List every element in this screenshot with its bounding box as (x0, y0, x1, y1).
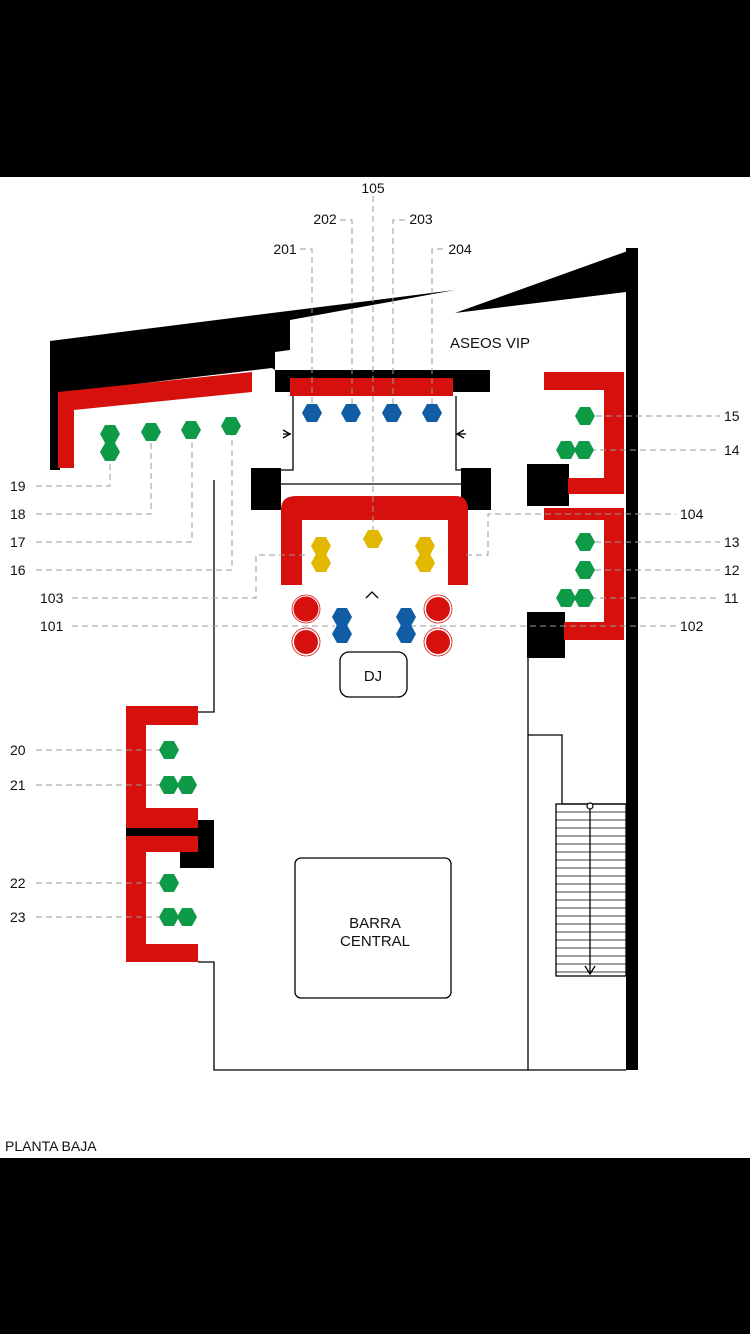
dj-booth[interactable] (339, 651, 408, 698)
table-203-marker[interactable] (382, 404, 402, 422)
table-104-marker[interactable] (415, 537, 435, 555)
stool (294, 630, 318, 654)
table-11-marker-b[interactable] (574, 589, 594, 607)
table-204-marker[interactable] (422, 404, 442, 422)
table-22-marker[interactable] (159, 874, 179, 892)
stool (293, 596, 319, 622)
table-104-marker-b[interactable] (415, 554, 435, 572)
table-101-marker[interactable] (332, 608, 352, 626)
label-20: 20 (10, 742, 26, 758)
table-103-marker[interactable] (311, 537, 331, 555)
label-202: 202 (313, 211, 337, 227)
table-201-marker[interactable] (302, 404, 322, 422)
table-12-marker[interactable] (575, 561, 595, 579)
stool (426, 597, 450, 621)
number-labels: 105 202 203 201 204 15 14 104 13 12 11 1… (10, 180, 740, 925)
table-23-marker-b[interactable] (177, 908, 197, 926)
label-104: 104 (680, 506, 704, 522)
table-202-marker[interactable] (341, 404, 361, 422)
label-201: 201 (273, 241, 297, 257)
yellow-tables (311, 530, 435, 572)
dj-label: DJ (364, 668, 382, 685)
central-bar-label-line1: BARRA (349, 915, 401, 932)
table-102-marker[interactable] (396, 608, 416, 626)
label-203: 203 (409, 211, 433, 227)
table-19-marker[interactable] (100, 425, 120, 443)
table-17-marker[interactable] (181, 421, 201, 439)
table-18-marker[interactable] (141, 423, 161, 441)
label-22: 22 (10, 875, 26, 891)
stool (426, 630, 450, 654)
label-21: 21 (10, 777, 26, 793)
label-103: 103 (40, 590, 64, 606)
table-23-marker[interactable] (159, 908, 179, 926)
label-11: 11 (724, 590, 739, 606)
sofas (58, 372, 624, 962)
label-16: 16 (10, 562, 26, 578)
label-17: 17 (10, 534, 26, 550)
table-19-marker-b[interactable] (100, 443, 120, 461)
table-21-marker[interactable] (159, 776, 179, 794)
label-105: 105 (361, 180, 385, 196)
table-14-marker-b[interactable] (574, 441, 594, 459)
interior-lines (198, 396, 626, 1071)
label-101: 101 (40, 618, 64, 634)
table-13-marker[interactable] (575, 533, 595, 551)
central-bar[interactable] (294, 857, 452, 999)
label-14: 14 (724, 442, 740, 458)
label-12: 12 (724, 562, 740, 578)
floor-plan: DJ BARRA CENTRAL ASEOS VIP 105 202 203 2… (0, 177, 750, 1158)
table-101-marker-b[interactable] (332, 625, 352, 643)
label-204: 204 (448, 241, 472, 257)
blue-tables (302, 404, 442, 643)
label-15: 15 (724, 408, 740, 424)
table-102-marker-b[interactable] (396, 625, 416, 643)
table-105-marker[interactable] (363, 530, 383, 548)
table-103-marker-b[interactable] (311, 554, 331, 572)
table-20-marker[interactable] (159, 741, 179, 759)
table-15-marker[interactable] (575, 407, 595, 425)
table-21-marker-b[interactable] (177, 776, 197, 794)
stairs (555, 802, 627, 977)
label-19: 19 (10, 478, 26, 494)
label-18: 18 (10, 506, 26, 522)
table-11-marker[interactable] (556, 589, 576, 607)
floor-plan-svg: DJ BARRA CENTRAL ASEOS VIP 105 202 203 2… (5, 180, 740, 1154)
label-13: 13 (724, 534, 740, 550)
aseos-vip-label: ASEOS VIP (450, 335, 530, 352)
table-16-marker[interactable] (221, 417, 241, 435)
floor-label: PLANTA BAJA (5, 1138, 97, 1154)
leader-lines (36, 196, 720, 918)
central-bar-label-line2: CENTRAL (340, 933, 410, 950)
table-14-marker[interactable] (556, 441, 576, 459)
label-23: 23 (10, 909, 26, 925)
red-stools (291, 594, 453, 657)
label-102: 102 (680, 618, 704, 634)
